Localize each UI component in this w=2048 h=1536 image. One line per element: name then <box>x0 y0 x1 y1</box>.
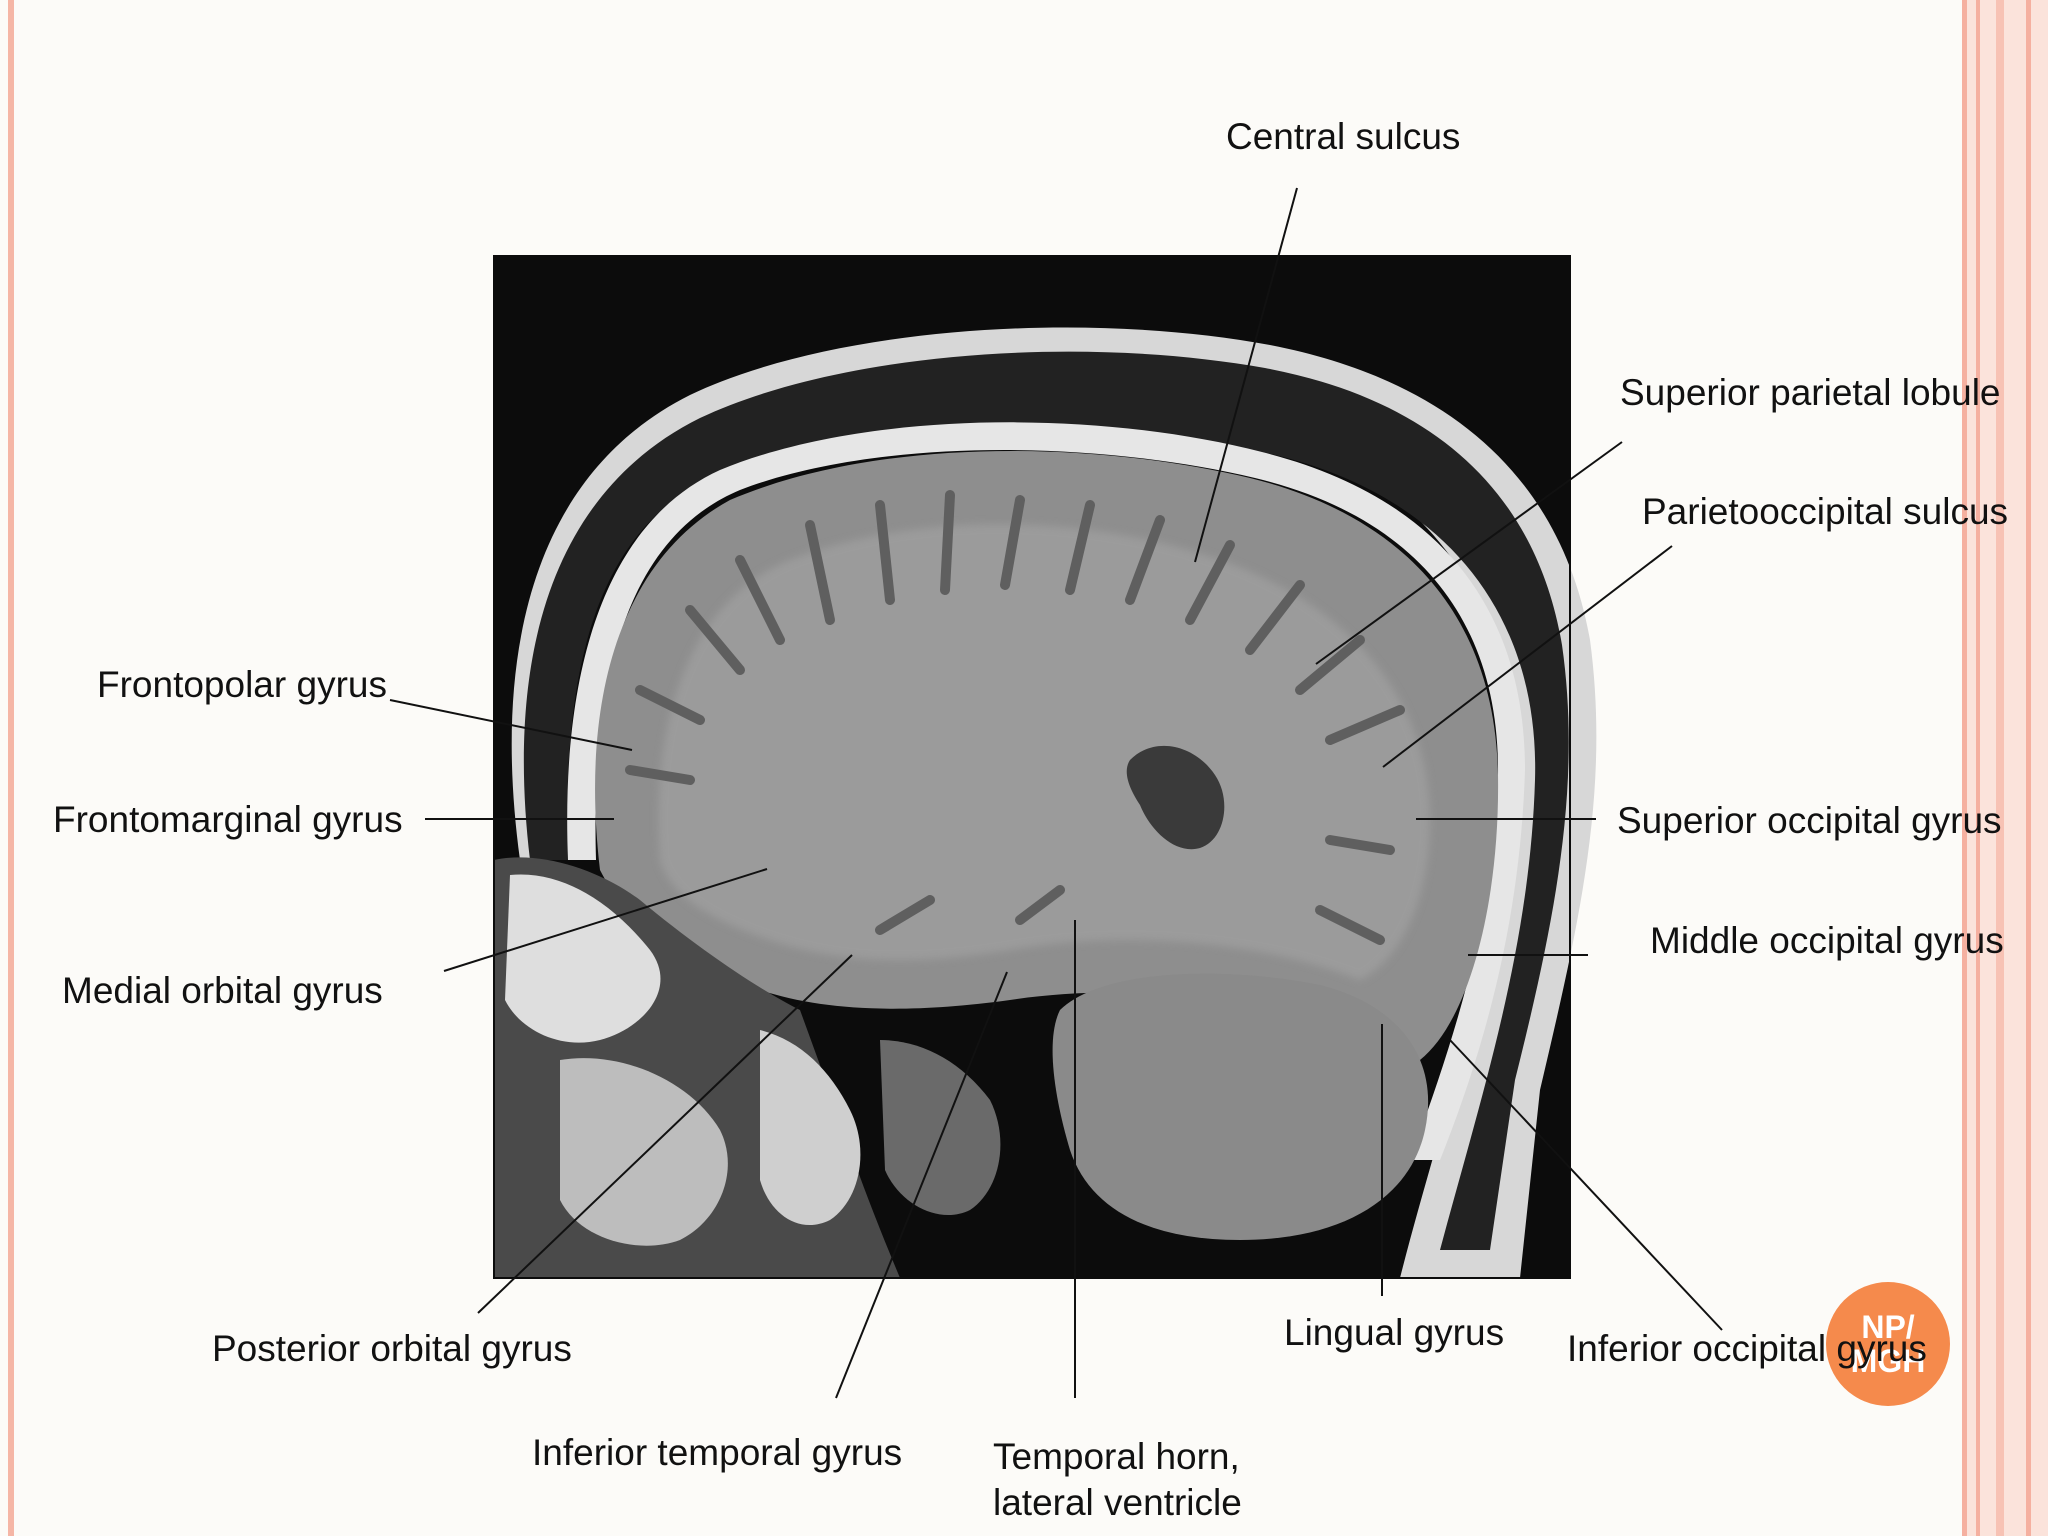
np-mgh-logo: NP/ MGH <box>1826 1282 1950 1406</box>
label-temporal-horn-line1: Temporal horn, <box>993 1436 1240 1477</box>
leader-lines <box>389 187 1723 1399</box>
sulci-lines <box>625 490 1405 945</box>
label-medial-orbital-gyrus: Medial orbital gyrus <box>62 970 383 1011</box>
right-border-stripe-4 <box>2026 0 2031 1536</box>
label-inferior-temporal-gyrus: Inferior temporal gyrus <box>532 1432 903 1473</box>
left-border-stripe <box>8 0 14 1536</box>
label-superior-occipital-gyrus: Superior occipital gyrus <box>1617 800 2002 841</box>
label-superior-parietal-lobule: Superior parietal lobule <box>1620 372 2001 413</box>
leader-inferior-temporal-gyrus <box>835 971 1008 1399</box>
right-border-stripe-3 <box>1996 0 2004 1536</box>
right-border-stripe-1 <box>1962 0 1967 1536</box>
leader-parietooccipital-sulcus <box>1382 545 1673 768</box>
mri-image <box>493 255 1597 1279</box>
logo-line1: NP/ <box>1861 1309 1915 1345</box>
label-middle-occipital-gyrus: Middle occipital gyrus <box>1650 920 2004 961</box>
leader-inferior-occipital-gyrus <box>1449 1039 1723 1331</box>
label-frontopolar-gyrus: Frontopolar gyrus <box>97 664 387 705</box>
label-lingual-gyrus: Lingual gyrus <box>1284 1312 1505 1353</box>
logo-line2: MGH <box>1850 1343 1926 1379</box>
label-parietooccipital-sulcus: Parietooccipital sulcus <box>1642 491 2009 532</box>
right-border-stripe-2 <box>1976 0 1980 1536</box>
leader-central-sulcus <box>1194 187 1298 563</box>
label-inferior-occipital-gyrus: Inferior occipital gyrus <box>1567 1328 1927 1369</box>
label-posterior-orbital-gyrus: Posterior orbital gyrus <box>212 1328 572 1369</box>
leader-posterior-orbital-gyrus <box>477 954 853 1314</box>
leader-frontopolar-gyrus <box>389 699 633 751</box>
leader-medial-orbital-gyrus <box>443 868 768 972</box>
label-frontomarginal-gyrus: Frontomarginal gyrus <box>53 799 403 840</box>
label-temporal-horn-line2: lateral ventricle <box>993 1482 1242 1523</box>
leader-superior-parietal-lobule <box>1315 441 1623 665</box>
label-central-sulcus: Central sulcus <box>1226 116 1461 157</box>
